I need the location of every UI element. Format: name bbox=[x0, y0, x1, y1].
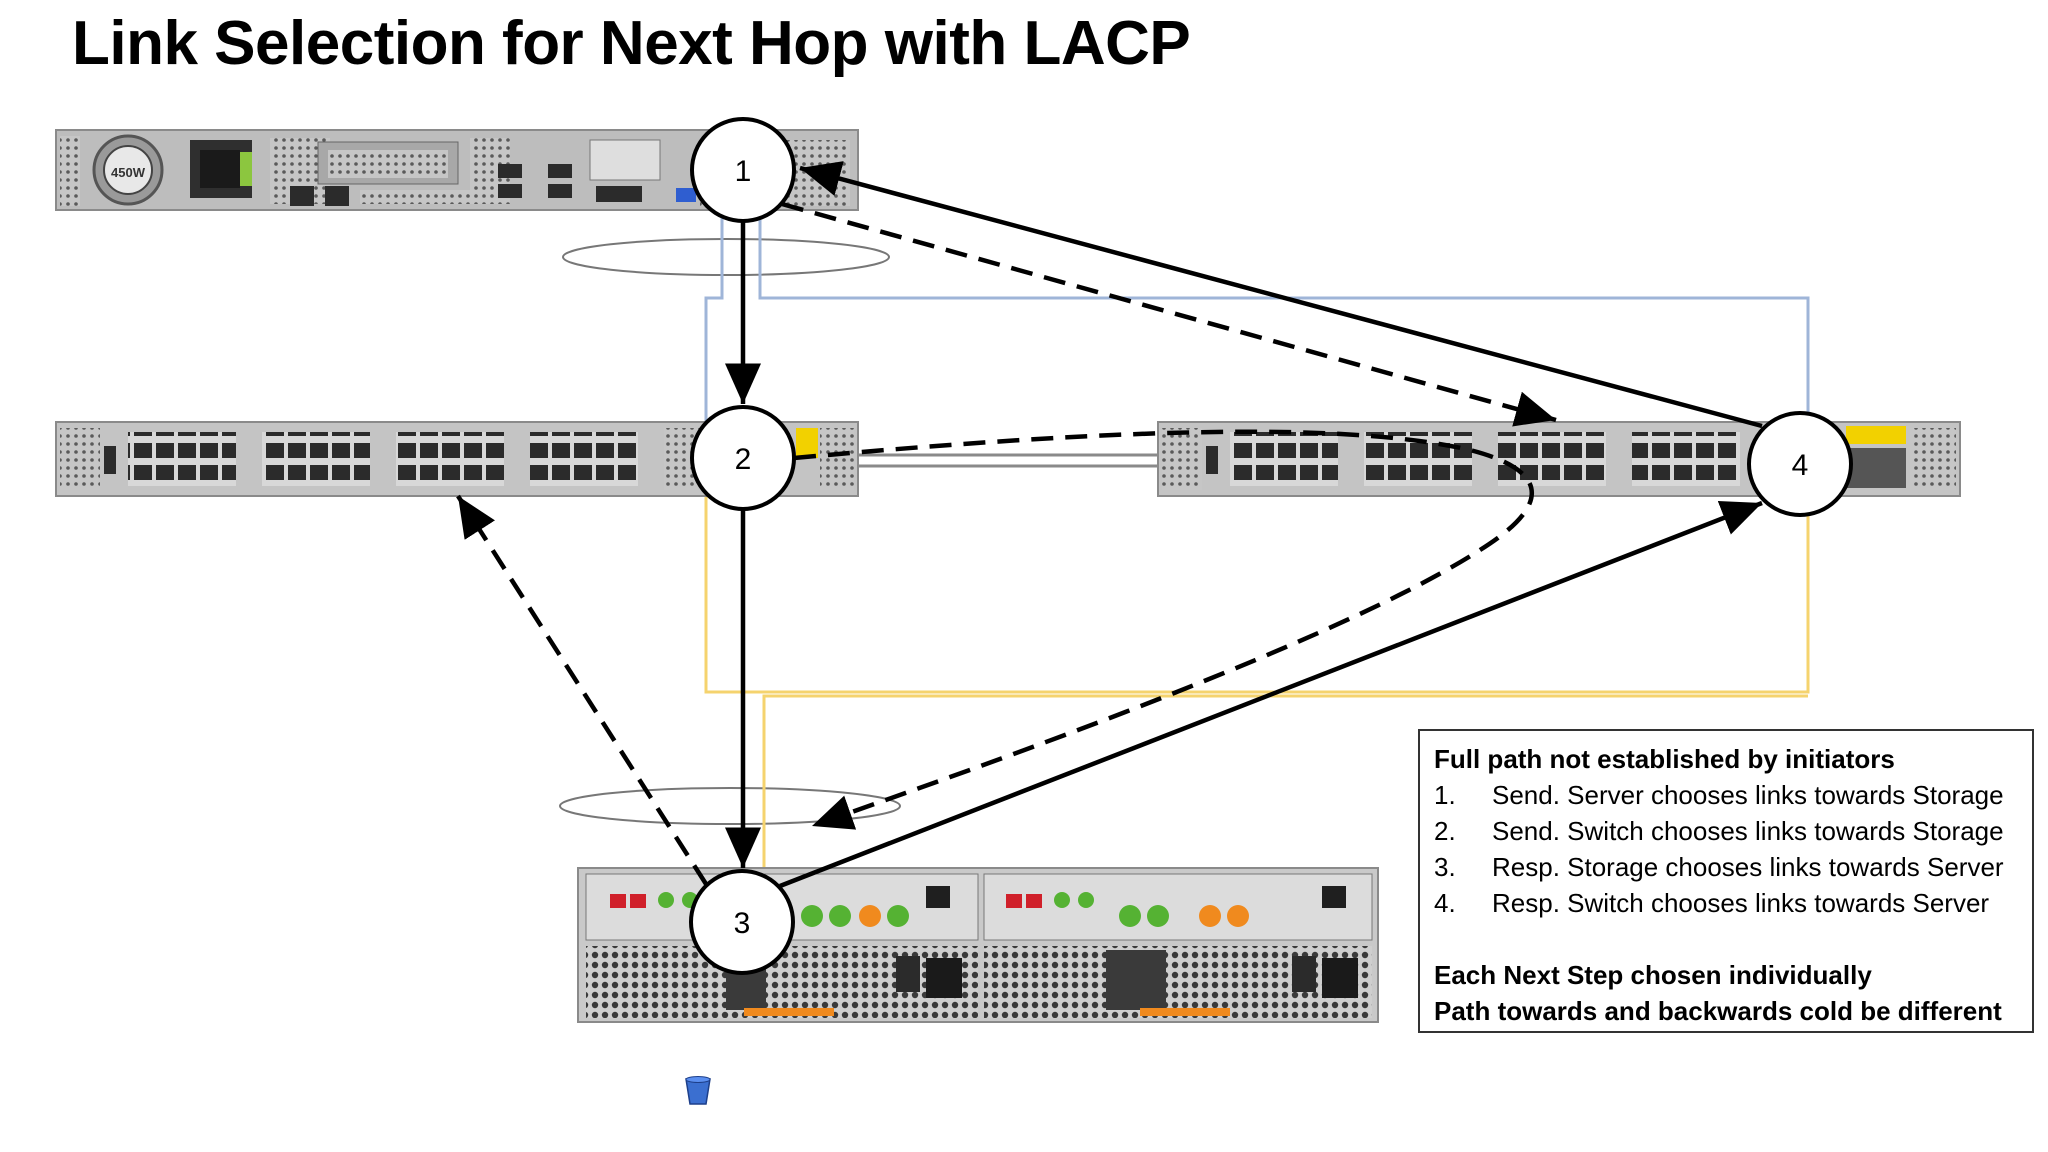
solid-path-arrows bbox=[725, 161, 1763, 889]
legend-step-number: 4. bbox=[1434, 888, 1456, 918]
legend-footer-line2: Path towards and backwards cold be diffe… bbox=[1434, 996, 2002, 1026]
psu-wattage-label: 450W bbox=[111, 165, 146, 180]
dashed-arrow-2-to-3 bbox=[793, 429, 1534, 830]
node-2-label: 2 bbox=[735, 443, 752, 476]
node-1-label: 1 bbox=[735, 155, 752, 188]
dashed-path-arrows bbox=[456, 201, 1557, 886]
arrow-4-to-1 bbox=[799, 161, 1763, 429]
dashed-arrow-1-to-switch bbox=[781, 201, 1557, 427]
legend-box: Full path not established by initiators … bbox=[1418, 729, 2034, 1033]
legend-step: 3. Resp. Storage chooses links towards Se… bbox=[1434, 849, 2018, 885]
trash-icon[interactable] bbox=[685, 1076, 711, 1106]
legend-step-number: 1. bbox=[1434, 780, 1456, 810]
inter-switch-links bbox=[858, 453, 1158, 468]
legend-step-text: Resp. Storage chooses links towards Serv… bbox=[1492, 852, 2004, 882]
blue-cables bbox=[704, 198, 1810, 425]
node-3: 3 bbox=[689, 869, 795, 975]
legend-step-text: Resp. Switch chooses links towards Serve… bbox=[1492, 888, 1990, 918]
node-3-label: 3 bbox=[734, 907, 751, 940]
legend-footer-line1: Each Next Step chosen individually bbox=[1434, 960, 1872, 990]
legend-step: 2. Send. Switch chooses links towards Sto… bbox=[1434, 813, 2018, 849]
legend-step-text: Send. Server chooses links towards Stora… bbox=[1492, 780, 2004, 810]
node-4-label: 4 bbox=[1792, 449, 1809, 482]
dashed-arrow-3-to-switch bbox=[456, 494, 708, 886]
arrow-3-to-4 bbox=[779, 500, 1763, 889]
legend-step-number: 3. bbox=[1434, 852, 1456, 882]
page-title: Link Selection for Next Hop with LACP bbox=[72, 9, 1191, 78]
legend-heading: Full path not established by initiators bbox=[1434, 744, 1895, 774]
lacp-bundle-storage bbox=[559, 787, 901, 825]
lacp-bundle-server bbox=[562, 238, 890, 276]
legend-steps: 1. Send. Server chooses links towards Sto… bbox=[1434, 777, 2018, 921]
legend-step-number: 2. bbox=[1434, 816, 1456, 846]
node-2: 2 bbox=[690, 405, 796, 511]
legend-step: 4. Resp. Switch chooses links towards Ser… bbox=[1434, 885, 2018, 921]
storage-controller-b bbox=[983, 873, 1373, 1018]
node-1: 1 bbox=[690, 117, 796, 223]
node-4: 4 bbox=[1747, 411, 1853, 517]
legend-step-text: Send. Switch chooses links towards Stora… bbox=[1492, 816, 2004, 846]
legend-step: 1. Send. Server chooses links towards Sto… bbox=[1434, 777, 2018, 813]
power-supply: 450W bbox=[92, 134, 252, 206]
